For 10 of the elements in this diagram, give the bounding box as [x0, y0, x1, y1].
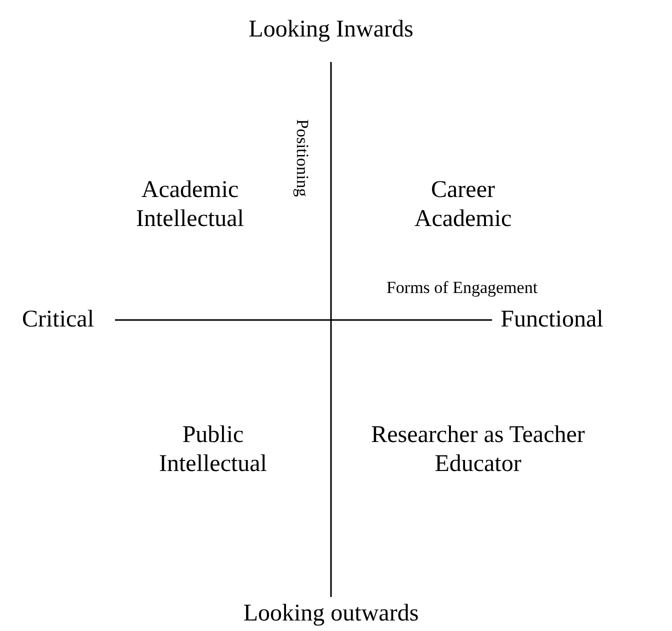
quadrant-label: Researcher as Teacher Educator	[370, 421, 586, 479]
quadrant-label: Public Intellectual	[158, 421, 268, 479]
axis-end-label: Critical	[22, 306, 94, 334]
axis-end-label: Functional	[500, 306, 604, 334]
quadrant-label: Career Academic	[413, 176, 513, 234]
axis-title: Positioning	[292, 119, 312, 197]
axis-end-label: Looking outwards	[243, 600, 419, 628]
axis-end-label: Looking Inwards	[248, 16, 414, 44]
quadrant-label: Academic Intellectual	[135, 176, 245, 234]
axis-title: Forms of Engagement	[386, 278, 538, 298]
